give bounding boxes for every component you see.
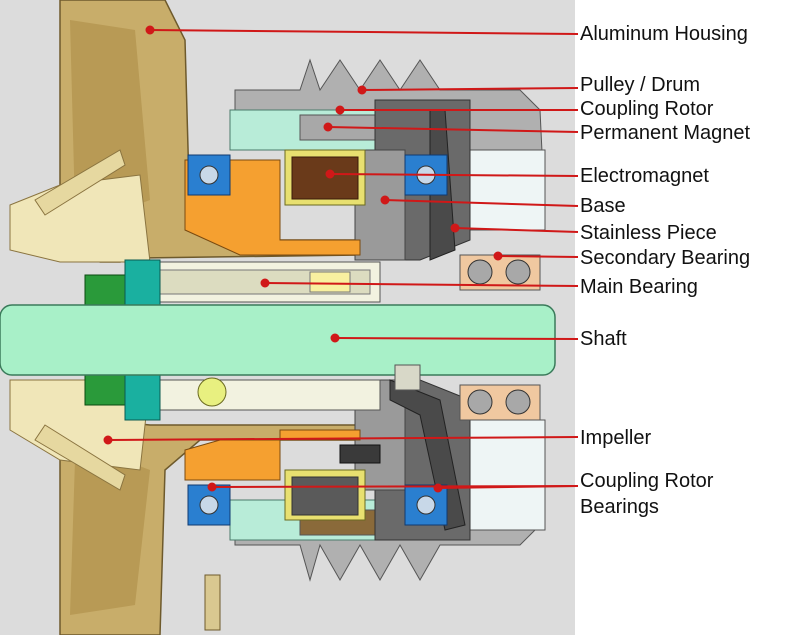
leader-lines	[103, 25, 579, 493]
label-panel-background	[575, 0, 797, 635]
label-aluminum-housing: Aluminum Housing	[580, 23, 748, 45]
label-electromagnet: Electromagnet	[580, 165, 709, 187]
label-coupling-rotor-bearings-line2: Bearings	[580, 496, 659, 518]
label-coupling-rotor-bearings-line1: Coupling Rotor	[580, 470, 714, 492]
label-shaft: Shaft	[580, 328, 627, 350]
shaft-nut	[394, 364, 421, 391]
label-secondary-bearing: Secondary Bearing	[580, 247, 751, 269]
label-stainless-piece: Stainless Piece	[580, 222, 717, 244]
label-pulley-drum: Pulley / Drum	[580, 74, 701, 96]
label-permanent-magnet: Permanent Magnet	[580, 122, 751, 144]
main-bearing	[149, 261, 381, 411]
impeller	[9, 149, 151, 491]
bolt	[339, 444, 381, 464]
coupling-rotor	[229, 109, 391, 541]
shaft-seals	[84, 259, 161, 421]
label-impeller: Impeller	[580, 427, 652, 449]
shaft	[0, 304, 556, 376]
label-coupling-rotor: Coupling Rotor	[580, 98, 714, 120]
label-main-bearing: Main Bearing	[580, 276, 698, 298]
label-base: Base	[580, 195, 626, 217]
